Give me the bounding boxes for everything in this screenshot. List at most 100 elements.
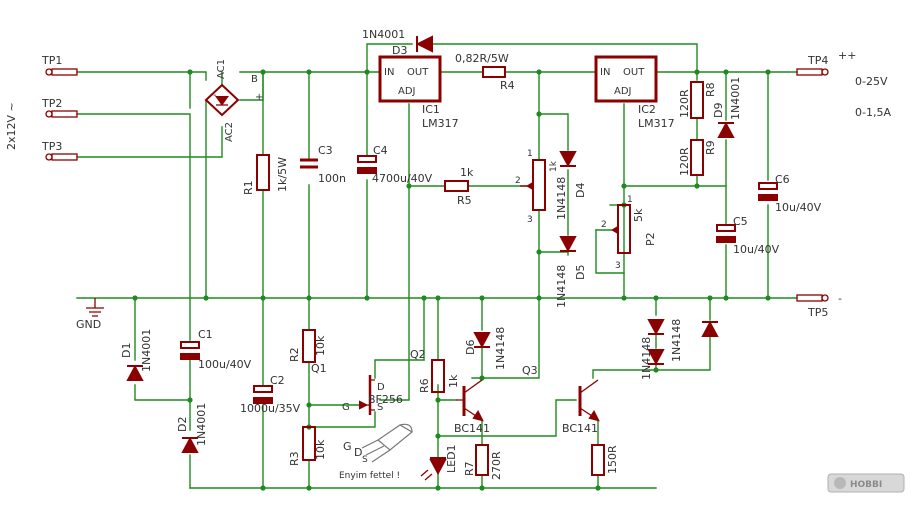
label-d1-part: 1N4001	[140, 329, 153, 372]
label-q1-d: D	[377, 382, 385, 393]
label-r1: R1	[242, 180, 255, 195]
label-r8-value: 120R	[678, 89, 691, 118]
label-tp2: TP2	[41, 97, 62, 110]
transistor-q2	[456, 379, 484, 422]
label-c6: C6	[775, 173, 790, 186]
label-q3: Q3	[522, 364, 538, 377]
label-q3-part: BC141	[562, 422, 598, 435]
label-q2-part: BC141	[454, 422, 490, 435]
label-ic2: IC2	[638, 103, 656, 116]
resistor-r2	[302, 329, 316, 363]
diode-d3	[415, 35, 433, 53]
resistor-150r	[591, 444, 605, 476]
ic1-lm317	[378, 55, 442, 103]
label-c6-value: 10u/40V	[775, 201, 822, 214]
terminal-tp3	[45, 153, 78, 161]
label-tp1: TP1	[41, 54, 62, 67]
label-d2-part: 1N4001	[195, 403, 208, 446]
label-c5: C5	[733, 215, 748, 228]
capacitor-c2	[253, 385, 273, 404]
terminal-tp1	[45, 68, 78, 76]
label-r150-value: 150R	[606, 445, 619, 474]
potentiometer-p1	[520, 159, 546, 211]
label-c3-value: 100n	[318, 172, 346, 185]
label-r7-value: 270R	[490, 451, 503, 480]
label-r4-value: 0,82R/5W	[455, 52, 509, 65]
label-c5-value: 10u/40V	[733, 243, 780, 256]
label-tp4: TP4	[807, 54, 828, 67]
resistor-r3	[302, 426, 316, 461]
label-d9: D9	[712, 103, 725, 118]
label-r9-value: 120R	[678, 147, 691, 176]
label-p1-pin2: 2	[515, 176, 521, 186]
label-c4-value: 4700u/40V	[372, 172, 433, 185]
junctions	[132, 69, 771, 491]
label-c2-value: 1000u/35V	[240, 402, 301, 415]
jfet-package-drawing	[361, 423, 414, 463]
bridge-rectifier	[204, 83, 240, 117]
label-d7-part: 1N4148	[640, 337, 653, 380]
led-led1	[420, 457, 447, 481]
label-ic2-part: LM317	[638, 117, 675, 130]
label-gnd: GND	[76, 318, 101, 331]
resistor-r7	[475, 444, 489, 476]
label-c1-value: 100u/40V	[198, 358, 252, 371]
label-r3: R3	[288, 451, 301, 466]
label-r8: R8	[704, 82, 717, 97]
label-tp3: TP3	[41, 140, 62, 153]
label-ic2-adj: ADJ	[614, 86, 632, 97]
label-plus-plus: ++	[838, 49, 856, 62]
label-r1-value: 1k/5W	[276, 157, 289, 192]
capacitor-c6	[758, 182, 778, 201]
label-q1-part: BF256	[368, 393, 403, 406]
transistor-q3	[578, 379, 600, 422]
terminal-tp5	[796, 294, 829, 302]
label-ic1-in: IN	[384, 67, 394, 78]
capacitor-c3	[300, 158, 318, 169]
label-ac1: AC1	[216, 59, 227, 79]
label-r4: R4	[500, 79, 515, 92]
label-p2-pin1: 1	[627, 195, 633, 205]
label-ac2: AC2	[224, 122, 235, 142]
resistor-r6	[431, 359, 445, 393]
label-p1-value: 1k	[549, 160, 559, 172]
resistor-r5	[444, 180, 469, 192]
label-d6: D6	[464, 340, 477, 355]
labels: TP1 TP2 TP3 2x12V ~ GND TP4 TP5 ++ - 0-2…	[5, 28, 891, 481]
resistor-r1	[256, 154, 270, 191]
terminal-tp4	[796, 68, 829, 76]
label-d2: D2	[176, 417, 189, 432]
label-r7: R7	[463, 461, 476, 476]
ground-symbol	[86, 298, 104, 317]
label-d3-part: 1N4001	[362, 28, 405, 41]
label-q1: Q1	[311, 362, 327, 375]
label-out-voltage: 0-25V	[855, 75, 888, 88]
diode-d4	[559, 151, 577, 168]
label-c2: C2	[270, 374, 285, 387]
label-p2-pin2: 2	[601, 220, 607, 230]
label-d5: D5	[574, 265, 587, 280]
label-bridge-plus: +	[255, 92, 263, 103]
label-tp5: TP5	[807, 306, 828, 319]
label-out-current: 0-1,5A	[855, 106, 891, 119]
label-package-d: D	[354, 446, 362, 459]
label-ic1-adj: ADJ	[398, 86, 416, 97]
label-b: B	[251, 74, 258, 85]
jfet-q1	[359, 375, 375, 415]
diode-d9	[717, 121, 735, 138]
label-ic2-out: OUT	[623, 67, 645, 78]
label-note: Enyim fettel !	[339, 471, 400, 481]
label-ic1-part: LM317	[422, 117, 459, 130]
label-r5-value: 1k	[460, 166, 474, 179]
label-d5-part: 1N4148	[555, 265, 568, 308]
diode-d10	[701, 320, 719, 337]
label-minus-out: -	[838, 292, 842, 305]
label-p1-pin1: 1	[527, 149, 533, 159]
label-ic2-in: IN	[600, 67, 610, 78]
label-r5: R5	[457, 194, 472, 207]
label-q2: Q2	[410, 348, 426, 361]
label-d1: D1	[120, 343, 133, 358]
label-d4-part: 1N4148	[555, 177, 568, 220]
diode-d6	[473, 332, 491, 349]
